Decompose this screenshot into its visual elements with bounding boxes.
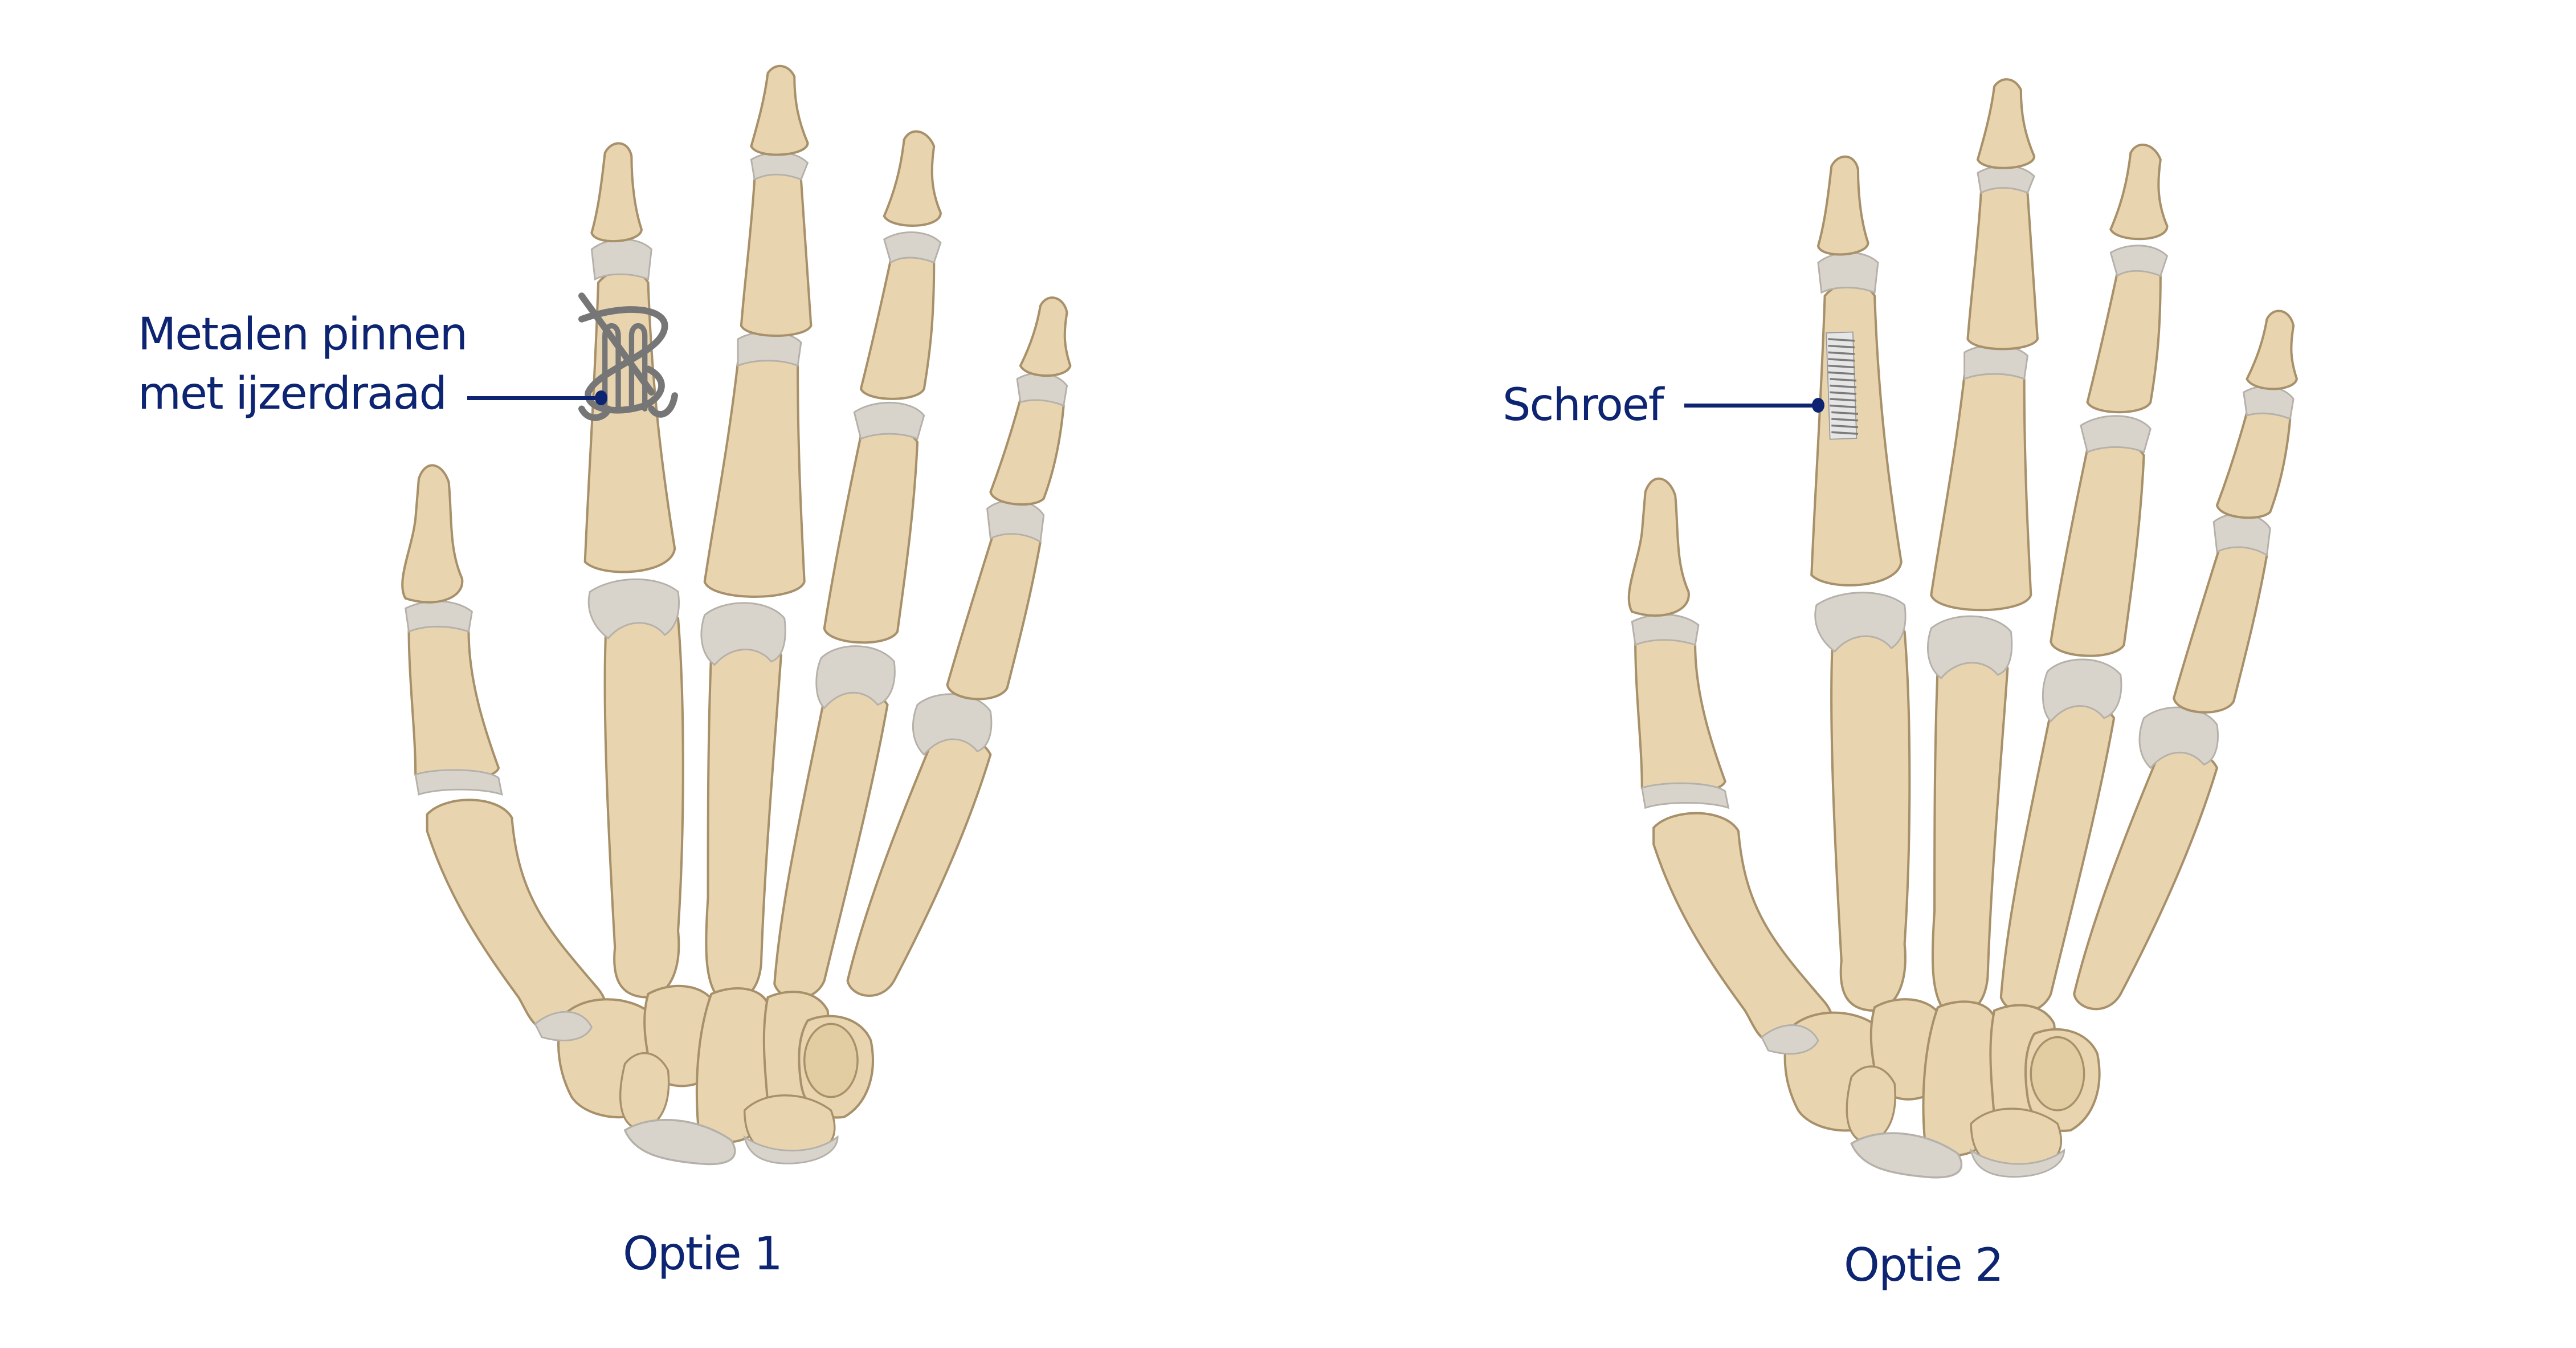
callout-label-pins-line-1: Metalen pinnen xyxy=(138,309,468,360)
hand-option-2 xyxy=(1629,79,2297,1178)
pins-and-wire-implant xyxy=(578,292,679,421)
caption-option-1: Optie 1 xyxy=(623,1227,783,1280)
leader-dot-screw xyxy=(1812,398,1824,413)
callout-label-pins-line-2: met ijzerdraad xyxy=(138,368,447,420)
hand-option-1 xyxy=(402,66,1070,1164)
callout-label-screw: Schroef xyxy=(1503,380,1664,431)
leader-line-pins xyxy=(467,396,599,400)
leader-dot-pins xyxy=(595,390,607,405)
caption-option-2: Optie 2 xyxy=(1844,1239,2004,1292)
leader-line-screw xyxy=(1684,404,1816,408)
screw-implant xyxy=(1826,331,1859,440)
